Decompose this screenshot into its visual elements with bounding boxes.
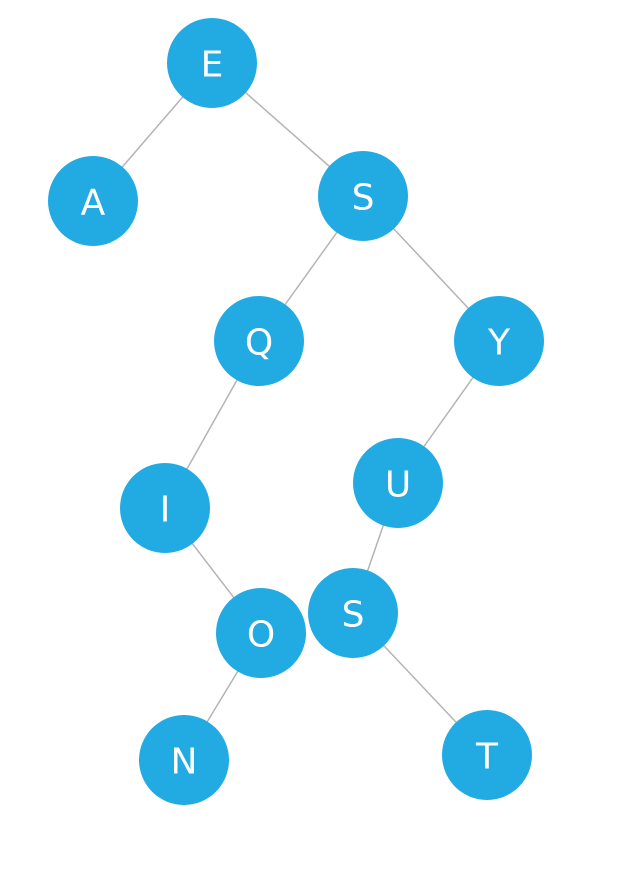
nodes-layer: E A S Q Y I U O S N T <box>48 18 544 805</box>
node-label: U <box>385 465 411 506</box>
node-circle <box>454 296 544 386</box>
node-circle <box>214 296 304 386</box>
node-label: A <box>81 183 106 224</box>
tree-node-t-11: T <box>442 710 532 800</box>
node-label: Y <box>487 323 511 364</box>
node-circle <box>120 463 210 553</box>
node-circle <box>139 715 229 805</box>
node-circle <box>167 18 257 108</box>
tree-node-y-5: Y <box>454 296 544 386</box>
tree-node-s-9: S <box>308 568 398 658</box>
node-label: T <box>475 737 499 778</box>
node-label: O <box>247 615 275 656</box>
node-circle <box>308 568 398 658</box>
node-label: S <box>342 595 365 636</box>
node-label: I <box>160 490 171 531</box>
tree-node-q-4: Q <box>214 296 304 386</box>
tree-node-n-10: N <box>139 715 229 805</box>
node-label: N <box>171 742 198 783</box>
node-circle <box>442 710 532 800</box>
node-circle <box>318 151 408 241</box>
node-label: S <box>352 178 375 219</box>
tree-node-i-6: I <box>120 463 210 553</box>
tree-node-e-1: E <box>167 18 257 108</box>
tree-node-a-2: A <box>48 156 138 246</box>
node-circle <box>216 588 306 678</box>
node-circle <box>48 156 138 246</box>
node-circle <box>353 438 443 528</box>
node-label: E <box>201 45 224 86</box>
node-label: Q <box>245 323 273 364</box>
tree-node-u-7: U <box>353 438 443 528</box>
tree-node-s-3: S <box>318 151 408 241</box>
tree-node-o-8: O <box>216 588 306 678</box>
